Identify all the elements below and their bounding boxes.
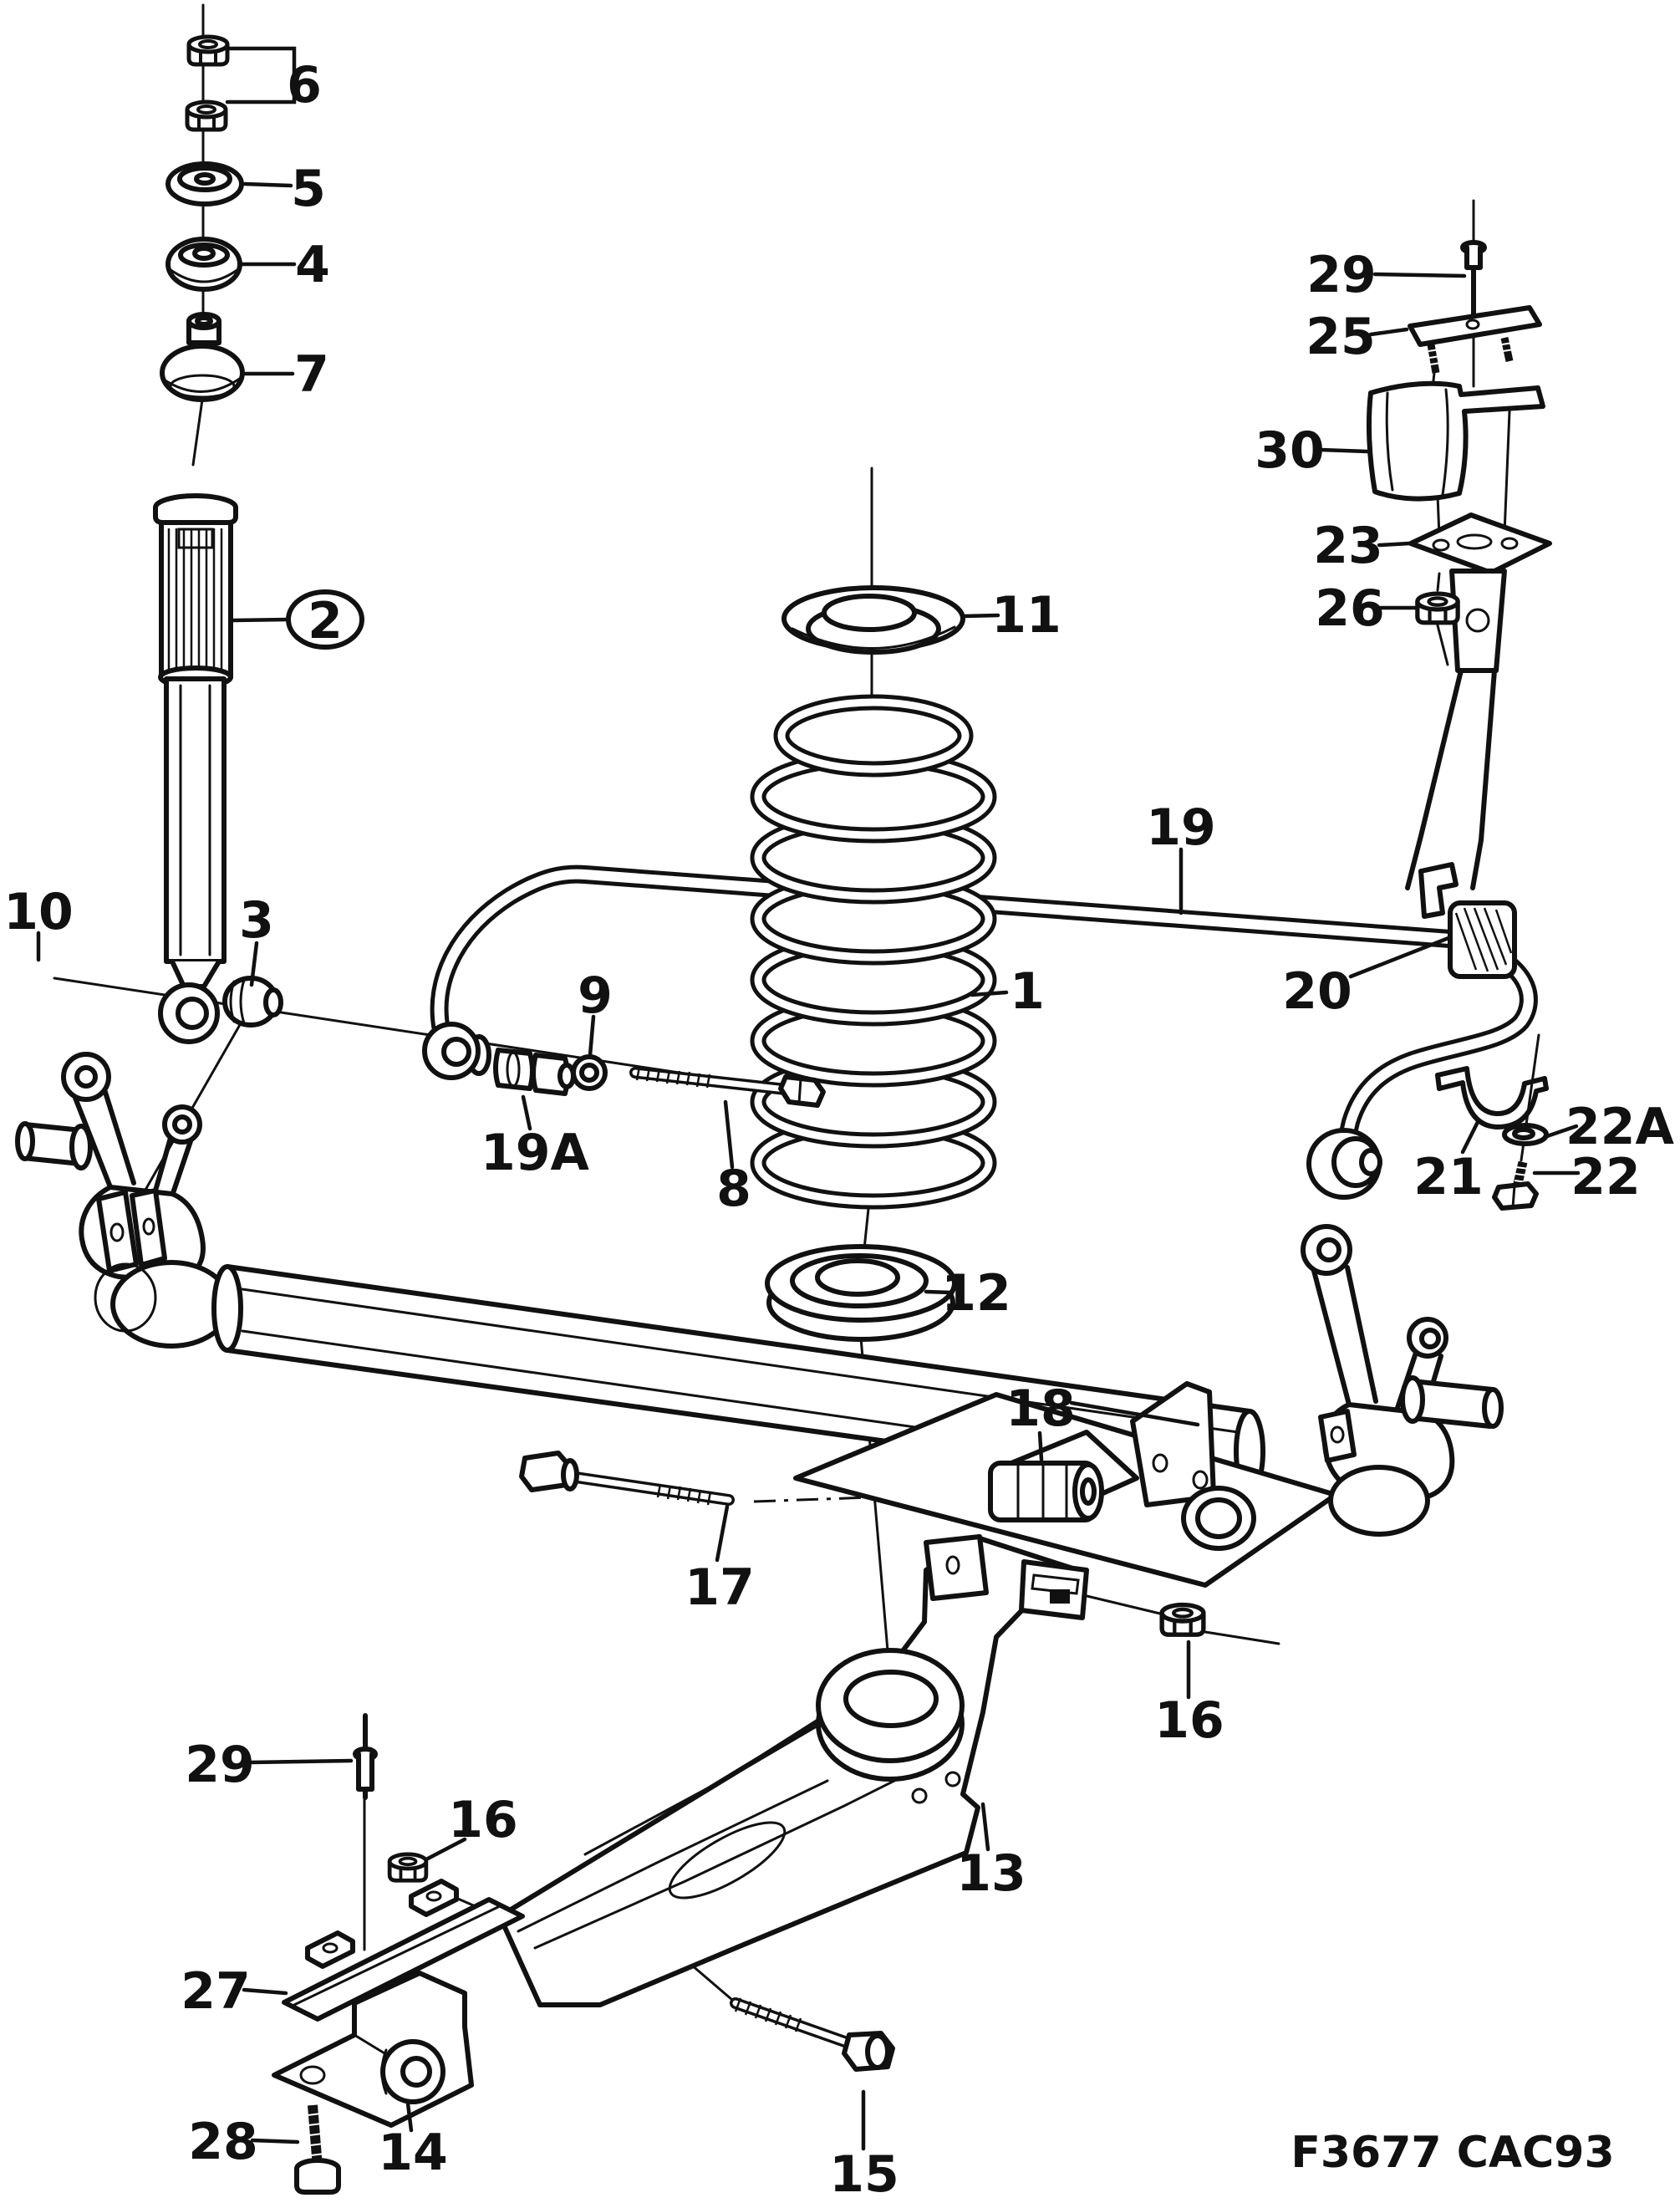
washer-5 <box>165 161 244 207</box>
leader-lines <box>36 272 1581 2151</box>
sway-bar-right-eye <box>1306 1128 1382 1200</box>
rubber-bushing-4 <box>165 237 242 292</box>
callout-3: 3 <box>239 891 274 950</box>
bolt-15 <box>730 1997 895 2072</box>
callout-19: 19 <box>1146 798 1216 857</box>
nut-16-left <box>389 1854 426 1880</box>
callout-16-left: 16 <box>448 1791 518 1849</box>
callout-14: 14 <box>378 2124 448 2182</box>
callout-9: 9 <box>578 966 613 1025</box>
sway-bar-left-eye <box>422 1022 491 1080</box>
bracket-23 <box>1408 513 1552 673</box>
bolt-17 <box>519 1451 735 1506</box>
callout-26: 26 <box>1315 579 1385 638</box>
shock-absorber <box>153 493 364 1044</box>
lower-spring-seat <box>765 1244 957 1342</box>
callout-30: 30 <box>1255 421 1325 480</box>
callout-6: 6 <box>287 56 322 115</box>
callout-29-top: 29 <box>1306 246 1377 304</box>
washer-9 <box>571 1054 608 1091</box>
left-knuckle <box>15 1052 232 1349</box>
callout-25: 25 <box>1306 308 1376 366</box>
shield-30 <box>1366 380 1545 502</box>
bolt-22 <box>1492 1160 1539 1211</box>
callout-13: 13 <box>956 1844 1026 1903</box>
callout-4: 4 <box>295 236 330 294</box>
callout-29-bottom: 29 <box>185 1736 255 1794</box>
callout-22: 22 <box>1571 1148 1641 1206</box>
bar-bushing-20 <box>1448 900 1517 979</box>
callout-19a: 19A <box>481 1124 589 1182</box>
callout-17: 17 <box>685 1558 755 1617</box>
callout-15: 15 <box>829 2145 899 2203</box>
callout-12: 12 <box>941 1264 1011 1323</box>
lock-nut-upper <box>189 37 227 64</box>
link-bushing-3 <box>222 976 283 1028</box>
rivet-29-bottom <box>353 1713 378 1800</box>
nut-26 <box>1418 594 1458 623</box>
screw-28 <box>294 2104 341 2195</box>
callout-11: 11 <box>991 586 1061 645</box>
callout-20: 20 <box>1282 962 1352 1021</box>
callout-27: 27 <box>181 1962 251 2021</box>
callout-21: 21 <box>1413 1148 1484 1206</box>
clamp-21 <box>1435 1066 1549 1130</box>
sway-bar-hanger <box>1405 668 1497 919</box>
stud-plate-25 <box>1408 305 1542 374</box>
nut-16-right <box>1162 1605 1204 1635</box>
rear-pivot-bracket <box>1130 1381 1256 1551</box>
callout-28: 28 <box>188 2113 258 2171</box>
callout-7: 7 <box>294 345 329 404</box>
rivet-29-top <box>1460 199 1487 327</box>
callout-5: 5 <box>291 160 326 218</box>
sway-bar <box>422 864 1538 1200</box>
upper-mount-stack <box>160 3 297 467</box>
callout-2: 2 <box>308 592 343 650</box>
upper-spring-seat <box>781 585 965 655</box>
right-knuckle <box>1301 1224 1504 1537</box>
callout-1: 1 <box>1010 962 1045 1021</box>
callout-18: 18 <box>1005 1379 1076 1438</box>
callout-23: 23 <box>1313 517 1383 575</box>
pivot-bushing-18 <box>988 1461 1104 1522</box>
lower-control-arm <box>497 1534 1089 2007</box>
callout-labels: 6 5 4 7 2 10 3 19 1 9 19A 8 11 12 29 25 … <box>3 56 1674 2203</box>
figure-code: F3677 CAC93 <box>1291 2128 1614 2178</box>
retainer-plate-27 <box>282 1879 525 2022</box>
washer-22a <box>1502 1123 1549 1146</box>
lock-nut-lower <box>187 102 226 130</box>
link-bushings-19a <box>493 1048 576 1096</box>
front-mount-cluster <box>272 1713 525 2195</box>
bolt-8 <box>629 1066 826 1108</box>
bracket-14 <box>272 1971 474 2128</box>
callout-8: 8 <box>716 1160 751 1218</box>
callout-10: 10 <box>3 883 74 941</box>
coil-spring <box>750 694 997 1210</box>
callout-16-right: 16 <box>1154 1691 1224 1750</box>
callout-22a: 22A <box>1565 1098 1674 1156</box>
upper-bracket-assembly <box>1366 199 1552 1211</box>
rubber-bushing-7 <box>160 312 245 402</box>
